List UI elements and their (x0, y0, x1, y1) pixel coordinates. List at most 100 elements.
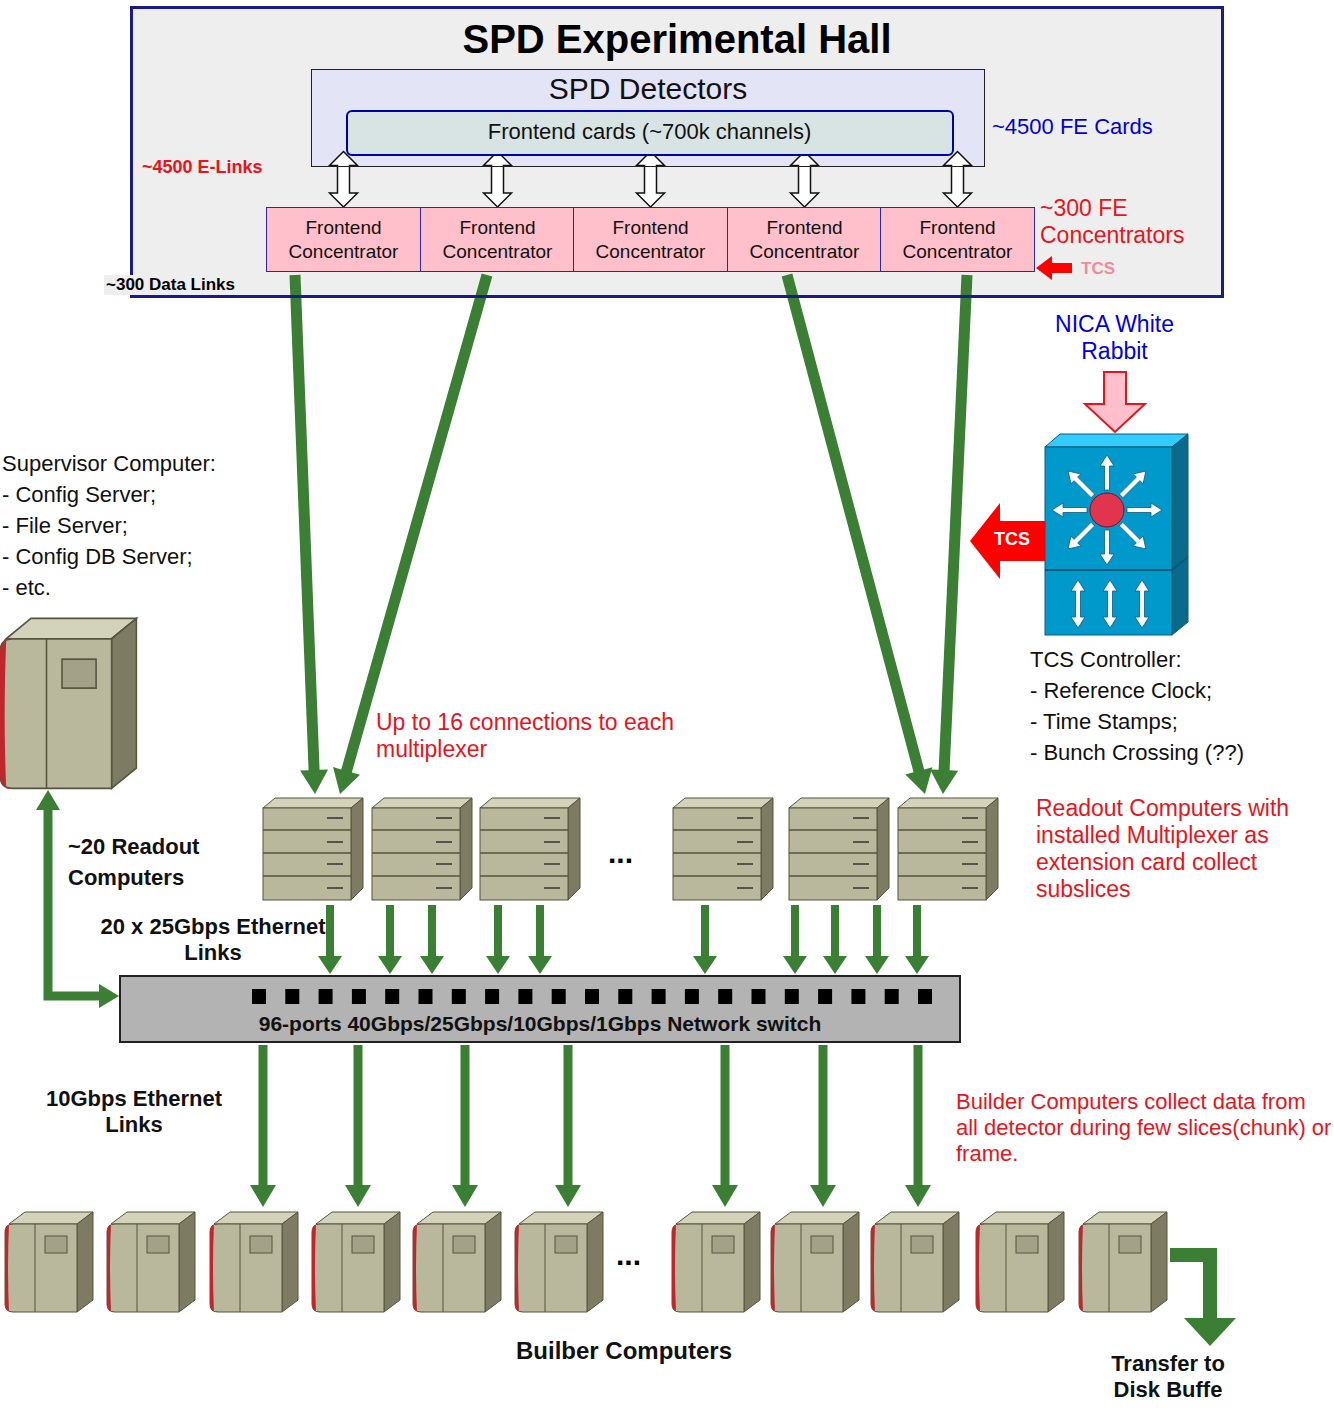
server-dash (962, 863, 978, 865)
server-slot (263, 875, 351, 877)
server-dash (737, 887, 753, 889)
data-link-arrow (452, 1045, 478, 1207)
tower-panel (250, 1236, 272, 1253)
server-side (460, 798, 472, 900)
server-front (480, 808, 568, 900)
tower-front (871, 1224, 943, 1312)
frontend-cards-box: Frontend cards (~700k channels) (346, 110, 954, 156)
tower-front (1079, 1224, 1151, 1312)
server-dash (737, 817, 753, 819)
tower-side (485, 1212, 501, 1312)
switch-divider (1045, 569, 1172, 571)
server-dash (436, 863, 452, 865)
tower-front (5, 1224, 77, 1312)
connector (905, 905, 929, 974)
tower-panel (147, 1236, 169, 1253)
tower-divider (801, 1224, 802, 1312)
switch-port (818, 989, 832, 1004)
connector (782, 274, 933, 794)
switch-port (918, 989, 932, 1004)
tower-stripe (871, 1224, 879, 1312)
tower-front (413, 1224, 485, 1312)
hall-region: SPD Experimental HallSPD DetectorsFronte… (130, 6, 1224, 298)
connector (250, 1045, 276, 1207)
server-top (480, 798, 580, 808)
tower-panel (352, 1236, 374, 1253)
note: Builder Computers collect data from all … (956, 1089, 1332, 1167)
server-dash (544, 817, 560, 819)
star-arrow (1052, 503, 1087, 517)
server-slot (263, 829, 351, 831)
switch-port (285, 989, 299, 1004)
double-arrow (791, 152, 819, 208)
tower-front (976, 1224, 1048, 1312)
node-text: - Bunch Crossing (??) (1030, 737, 1244, 768)
server-dash (544, 887, 560, 889)
tower-panel (1016, 1236, 1038, 1253)
tower-stripe (672, 1224, 680, 1312)
node-text: - Time Stamps; (1030, 706, 1178, 737)
data-link-arrow (905, 1045, 931, 1207)
switch-core (1090, 493, 1124, 527)
connector (528, 905, 552, 974)
data-link-arrow (693, 905, 717, 974)
tower-front (672, 1224, 744, 1312)
switch-port (685, 989, 699, 1004)
link-label: 10Gbps Ethernet Links (18, 1086, 250, 1138)
tower-front (210, 1224, 282, 1312)
switch-port (552, 989, 566, 1004)
tower-front (107, 1224, 179, 1312)
server-slot (673, 829, 761, 831)
node-text: Frontend Concentrator (574, 216, 727, 264)
tower-side (587, 1212, 603, 1312)
server-front (263, 808, 351, 900)
signal-label: TCS (1081, 259, 1115, 279)
tower-stripe (210, 1224, 218, 1312)
concentrator-box: Frontend Concentrator (266, 207, 421, 272)
region-fill (311, 69, 985, 167)
count-label: ~300 Data Links (104, 275, 237, 295)
port-arrow (1103, 580, 1117, 628)
tower-front (0, 639, 112, 789)
data-link-arrow (930, 275, 972, 794)
switch-top (1045, 434, 1188, 447)
port-arrow (1135, 580, 1149, 628)
switch-port (652, 989, 666, 1004)
node-text: SPD Experimental Hall (462, 15, 891, 63)
server-dash (544, 863, 560, 865)
server-slot (263, 852, 351, 854)
data-link-arrow (420, 905, 444, 974)
computer-tower (771, 1212, 859, 1312)
server-side (568, 798, 580, 900)
server-top (898, 798, 998, 808)
server-dash (737, 841, 753, 843)
tower-panel (453, 1236, 475, 1253)
server-icon (372, 798, 472, 900)
tower-panel (555, 1236, 577, 1253)
switch-port (851, 989, 865, 1004)
tower-stripe (771, 1224, 779, 1312)
pink-arrow (1085, 372, 1145, 432)
switch-port (518, 989, 532, 1004)
transfer-arrow-head (1184, 1318, 1236, 1346)
server-icon (673, 798, 773, 900)
connector (783, 905, 807, 974)
server-side (761, 798, 773, 900)
tower-divider (342, 1224, 343, 1312)
server-top (673, 798, 773, 808)
port-arrow (1071, 580, 1085, 628)
server-top (372, 798, 472, 808)
concentrator-box: Frontend Concentrator (573, 207, 728, 272)
data-link-arrow (290, 275, 329, 794)
server-slot (789, 852, 877, 854)
server-slot (898, 875, 986, 877)
tower-divider (443, 1224, 444, 1312)
star-arrow (1119, 522, 1146, 549)
network-switch: 96-ports 40Gbps/25Gbps/10Gbps/1Gbps Netw… (119, 975, 961, 1043)
tower-divider (240, 1224, 241, 1312)
computer-tower (107, 1212, 195, 1312)
server-dash (327, 887, 343, 889)
node-text: ~20 Readout Computers (68, 831, 253, 893)
ellipsis: ... (608, 836, 633, 870)
switch-side (1172, 434, 1188, 635)
